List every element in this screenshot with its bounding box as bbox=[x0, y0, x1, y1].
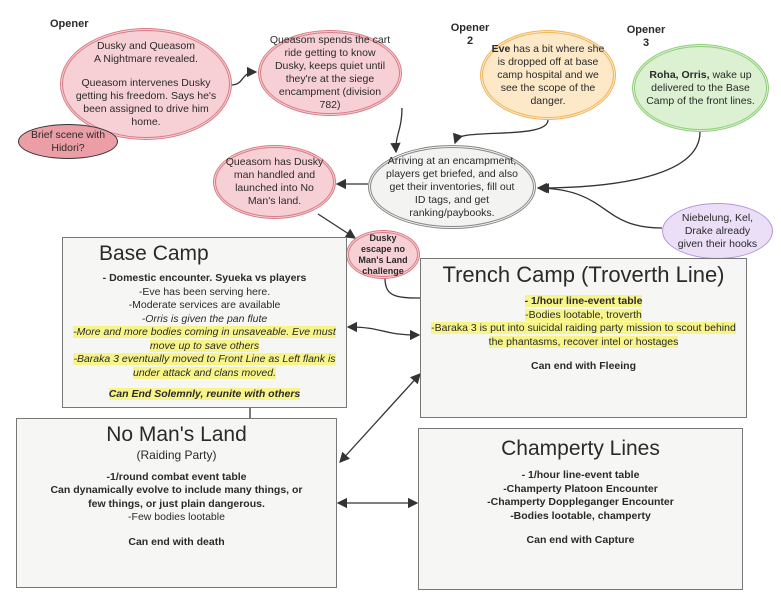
box-line: Can end with death bbox=[128, 535, 225, 548]
box-line: - Domestic encounter. Syueka vs players bbox=[102, 272, 307, 284]
node-text: A Nightmare revealed. bbox=[94, 52, 198, 65]
box-trench-camp: Trench Camp (Troverth Line) - 1/hour lin… bbox=[420, 258, 747, 418]
box-line: Can end with Fleeing bbox=[530, 360, 636, 372]
box-line-highlight: -Baraka 3 is put into suicidal raiding p… bbox=[431, 322, 736, 348]
box-line: Can dynamically evolve to include many t… bbox=[50, 484, 303, 510]
node-text: Queasom intervenes Dusky getting his fre… bbox=[75, 76, 217, 128]
node-dusky-escape: Dusky escape no Man's Land challenge bbox=[346, 230, 420, 279]
box-line-highlight: -Bodies lootable, troverth bbox=[525, 308, 642, 321]
node-cart-ride: Queasom spends the cart ride getting to … bbox=[258, 30, 402, 116]
arrow-base-trench bbox=[346, 321, 421, 341]
box-line-highlight: - 1/hour line-event table bbox=[524, 295, 643, 307]
box-line: -Few bodies lootable bbox=[128, 511, 225, 523]
box-line: -Bodies lootable, champerty bbox=[510, 509, 651, 522]
arrow-opener-to-cartride bbox=[230, 66, 258, 86]
opener-1-label: Opener bbox=[50, 18, 89, 30]
arrow-nomans-trench bbox=[339, 373, 421, 463]
box-no-mans-land: No Man's Land (Raiding Party) -1/round c… bbox=[16, 418, 337, 588]
box-line-highlight: -More and more bodies coming in unsaveab… bbox=[73, 326, 336, 352]
node-man-handled: Queasom has Dusky man handled and launch… bbox=[213, 145, 336, 219]
node-text-bold: Roha, Orris, bbox=[649, 68, 710, 81]
opener-2-label: Opener 2 bbox=[450, 22, 490, 47]
node-text: has a bit where she is dropped off at ba… bbox=[497, 42, 605, 107]
node-arriving: Arriving at an encampment, players get b… bbox=[368, 145, 536, 229]
node-roha-orris: Roha, Orris, wake up delivered to the Ba… bbox=[632, 44, 769, 132]
box-subtitle: (Raiding Party) bbox=[136, 448, 217, 462]
box-line: -Orris is given the pan flute bbox=[141, 312, 268, 325]
box-line: -Champerty Doppleganger Encounter bbox=[487, 496, 674, 508]
node-hidori: Brief scene with Hidori? bbox=[18, 124, 118, 159]
arrow-roha-to-arriving bbox=[536, 131, 701, 194]
arrow-manhandled-to-escape bbox=[317, 213, 357, 239]
box-base-camp: Base Camp - Domestic encounter. Syueka v… bbox=[62, 237, 347, 408]
node-eve: Eve has a bit where she is dropped off a… bbox=[480, 30, 616, 120]
box-line: - 1/hour line-event table bbox=[521, 469, 640, 481]
arrow-niebelung-to-arriving bbox=[538, 183, 663, 229]
box-line: -Eve has been serving here. bbox=[138, 285, 271, 298]
arrow-cartride-to-arriving bbox=[390, 107, 403, 154]
box-line: Can end with Capture bbox=[526, 534, 635, 546]
node-text-bold: Eve bbox=[491, 42, 511, 55]
box-title: Trench Camp (Troverth Line) bbox=[442, 262, 725, 287]
box-title: No Man's Land bbox=[106, 423, 247, 446]
opener-3-label: Opener 3 bbox=[626, 24, 666, 49]
box-title: Champerty Lines bbox=[501, 437, 660, 460]
box-line-highlight: -Baraka 3 eventually moved to Front Line… bbox=[73, 353, 336, 379]
node-text: wake up delivered to the Base Camp of th… bbox=[646, 68, 755, 107]
box-title: Base Camp bbox=[99, 242, 209, 265]
arrow-eve-to-arriving bbox=[452, 119, 549, 145]
box-line-highlight: Can End Solemnly, reunite with others bbox=[108, 388, 301, 400]
box-line: -1/round combat event table bbox=[106, 470, 247, 483]
node-niebelung: Niebelung, Kel, Drake already given thei… bbox=[662, 203, 773, 259]
box-line: -Champerty Platoon Encounter bbox=[503, 482, 658, 495]
box-champerty-lines: Champerty Lines - 1/hour line-event tabl… bbox=[418, 428, 743, 590]
node-text: Dusky and Queasom bbox=[96, 39, 196, 52]
box-line: -Moderate services are available bbox=[128, 299, 281, 311]
